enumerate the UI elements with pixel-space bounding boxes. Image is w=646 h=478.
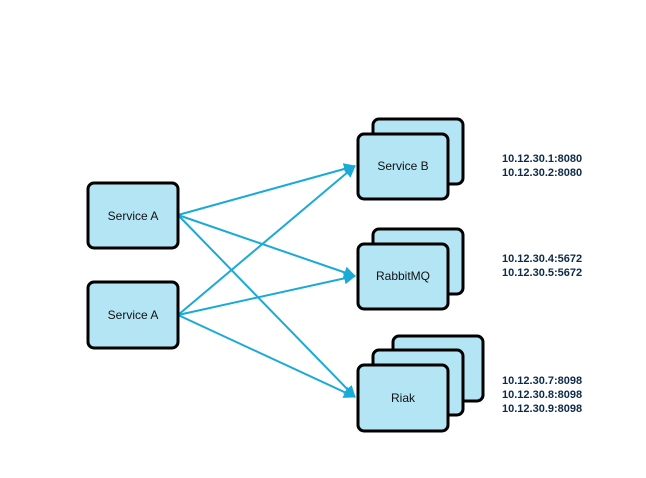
edges (177, 163, 356, 398)
rabbitmq-node[interactable]: RabbitMQ (356, 227, 465, 311)
riak-box-front (356, 363, 450, 433)
service-b-node[interactable]: Service B (356, 117, 465, 201)
service-b-address-2: 10.12.30.2:8080 (502, 167, 582, 179)
edge-service-a-1-to-riak (177, 214, 356, 398)
service-a-node-1[interactable]: Service A (86, 181, 180, 250)
service-a-label-1: Service A (108, 209, 159, 223)
service-b-address-1: 10.12.30.1:8080 (502, 153, 582, 165)
service-a-box-2 (86, 280, 180, 350)
service-a-node-2[interactable]: Service A (86, 280, 180, 350)
edge-service-a-1-to-service-b (177, 163, 356, 216)
riak-addresses: 10.12.30.7:8098 10.12.30.8:8098 10.12.30… (502, 375, 582, 415)
edge-service-a-2-to-riak (177, 314, 356, 398)
rabbitmq-address-1: 10.12.30.4:5672 (502, 253, 582, 265)
rabbitmq-box-front (356, 242, 450, 311)
service-a-box-1 (86, 181, 180, 250)
service-b-addresses: 10.12.30.1:8080 10.12.30.2:8080 (502, 153, 582, 179)
riak-address-3: 10.12.30.9:8098 (502, 403, 582, 415)
edge-service-a-2-to-service-b (177, 165, 356, 316)
rabbitmq-address-2: 10.12.30.5:5672 (502, 267, 582, 279)
service-b-label: Service B (377, 159, 428, 173)
edge-service-a-2-to-rabbitmq (177, 272, 356, 316)
rabbitmq-label: RabbitMQ (376, 269, 430, 283)
riak-label: Riak (391, 391, 416, 405)
riak-address-1: 10.12.30.7:8098 (502, 375, 582, 387)
riak-address-2: 10.12.30.8:8098 (502, 389, 582, 401)
rabbitmq-addresses: 10.12.30.4:5672 10.12.30.5:5672 (502, 253, 582, 279)
service-a-label-2: Service A (108, 308, 159, 322)
service-b-box-front (356, 132, 450, 201)
riak-node[interactable]: Riak (356, 334, 485, 433)
edge-service-a-1-to-rabbitmq (177, 214, 356, 279)
